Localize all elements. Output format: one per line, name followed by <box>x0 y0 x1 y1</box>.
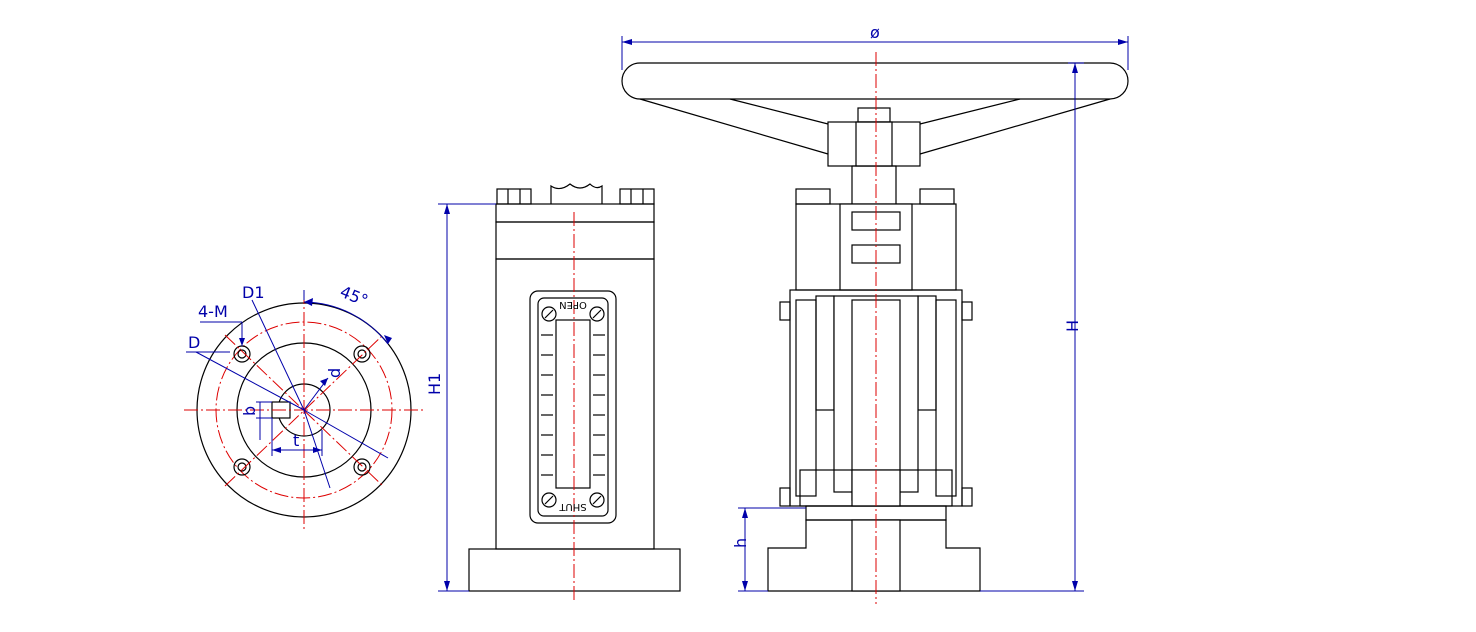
label-diameter: ø <box>870 23 880 42</box>
label-key-width: b <box>240 406 259 416</box>
actuator-section-view <box>621 36 1129 604</box>
flange-top-view <box>184 290 426 530</box>
label-height-base: h <box>731 538 750 548</box>
actuator-front-view <box>438 183 681 600</box>
label-angle: 45° <box>337 282 370 310</box>
gauge-shut-label: SHUT <box>558 501 586 512</box>
label-key-depth: t <box>293 431 299 450</box>
label-bolt-holes: 4-M <box>198 302 228 321</box>
label-bolt-circle: D1 <box>242 283 265 302</box>
label-height-total: H <box>1063 320 1082 332</box>
gauge-open-label: OPEN <box>559 299 587 310</box>
label-outer-diameter: D <box>188 333 200 352</box>
label-bore: d <box>325 368 344 378</box>
bolt-holes <box>233 345 371 476</box>
label-height-body: H1 <box>425 373 444 395</box>
gauge-scale <box>541 334 605 476</box>
